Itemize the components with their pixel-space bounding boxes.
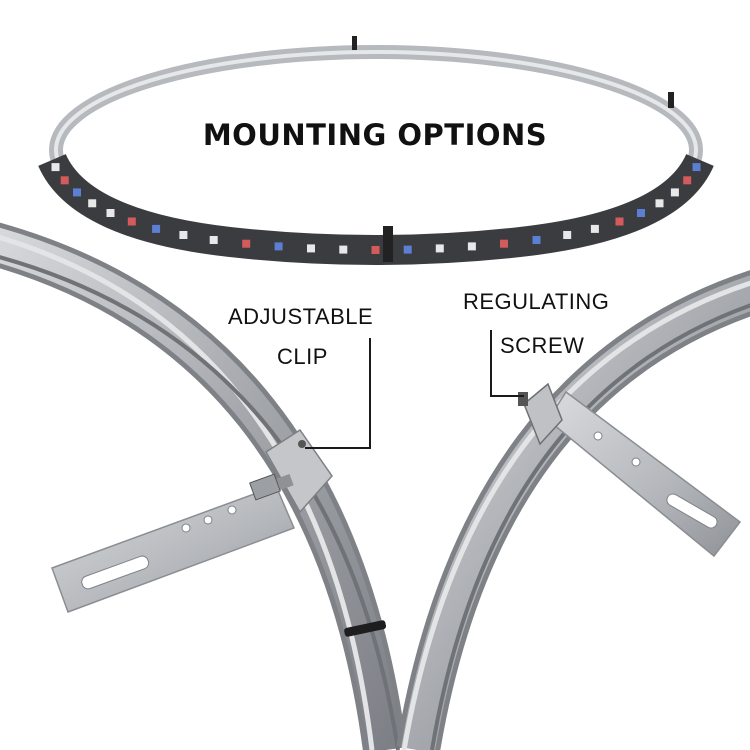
led-chip: [670, 188, 679, 197]
top-ring-clip-top: [352, 36, 357, 50]
top-ring-clip-center: [383, 226, 393, 262]
led-chip: [209, 236, 218, 244]
top-ring: [38, 36, 714, 265]
led-chip: [242, 239, 251, 248]
clip-nut: [249, 473, 281, 501]
led-chip: [152, 224, 161, 233]
led-chip: [88, 199, 97, 208]
left-ring-tie: [344, 620, 387, 637]
bracket-slot: [81, 555, 150, 590]
left-ring: [0, 222, 407, 750]
regulating-screw-leader: [490, 330, 524, 397]
led-chip: [532, 236, 541, 244]
led-chip: [563, 231, 572, 239]
callout-lines: [305, 330, 524, 449]
led-chip: [590, 224, 599, 233]
regulating-screw-label-line2: SCREW: [500, 333, 585, 358]
regulating-screw: [518, 392, 528, 406]
led-chip: [339, 245, 348, 254]
led-chip: [692, 163, 701, 172]
led-chip: [403, 245, 412, 254]
bracket-hole: [181, 523, 191, 533]
top-ring-clip-right: [668, 92, 674, 108]
title-heading: MOUNTING OPTIONS: [202, 118, 548, 152]
led-chip: [106, 209, 115, 217]
led-chip: [179, 231, 188, 239]
led-chip: [637, 209, 645, 217]
led-chip: [60, 176, 69, 185]
led-chip: [615, 217, 624, 226]
top-ring-leds: [51, 163, 701, 254]
screw-collar: [523, 382, 563, 446]
led-chip: [500, 239, 508, 248]
top-ring-led-strip: [38, 153, 714, 265]
led-chip: [467, 242, 476, 251]
led-chip: [73, 188, 81, 197]
led-chip: [371, 246, 380, 254]
bracket-hole: [593, 431, 603, 441]
adjustable-clip-bracket: [51, 428, 333, 613]
led-chip: [683, 176, 692, 185]
regulating-screw-bracket: [518, 382, 742, 558]
led-chip: [274, 242, 283, 251]
bracket-slot: [666, 493, 718, 529]
led-chip: [307, 244, 315, 253]
led-chip: [435, 244, 444, 253]
bracket-hole: [631, 457, 641, 467]
led-chip: [655, 199, 664, 208]
clip-collar: [264, 428, 333, 514]
adjustable-clip-label-line1: ADJUSTABLE: [228, 304, 374, 329]
bracket-hole: [203, 515, 213, 525]
adjustable-clip-leader: [305, 338, 371, 449]
led-chip: [127, 217, 136, 226]
clip-bolt: [276, 473, 294, 491]
bracket-hole: [227, 505, 237, 515]
adjustable-clip-label-line2: CLIP: [277, 344, 328, 369]
right-ring: [396, 270, 750, 750]
regulating-screw-label-line1: REGULATING: [463, 289, 610, 314]
led-chip: [51, 163, 60, 172]
